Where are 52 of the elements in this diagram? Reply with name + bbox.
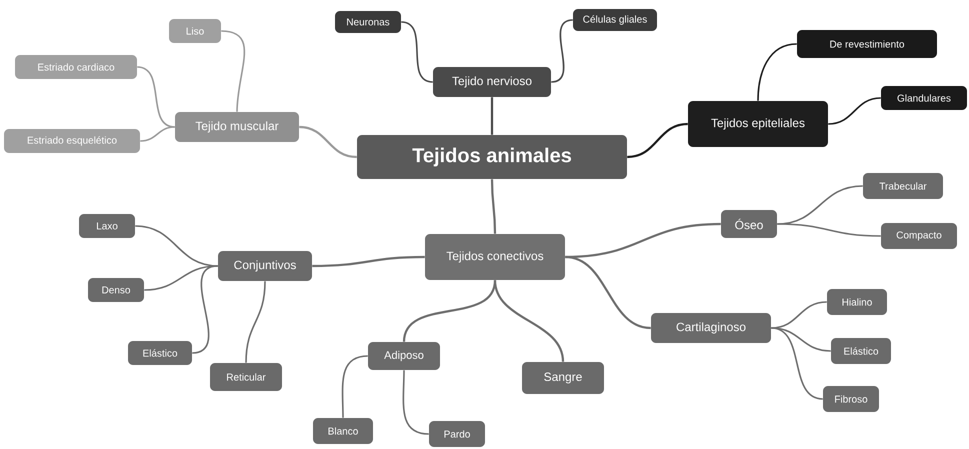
connector-line [192, 265, 218, 354]
branch-box: Pardo [429, 421, 485, 447]
connector-line [828, 97, 881, 125]
connector-line [140, 126, 175, 142]
connector-line [494, 280, 564, 362]
branch-box: Estriado esquelético [4, 129, 140, 153]
branch-box: Blanco [313, 418, 373, 444]
connector-line [402, 370, 429, 435]
connector-line [299, 126, 357, 158]
connector-line [312, 256, 425, 268]
branch-box: Tejido nervioso [433, 67, 551, 97]
branch-box: Denso [88, 278, 144, 302]
branch-box: Adiposo [368, 342, 440, 370]
branch-box: Tejidos conectivos [425, 234, 565, 280]
branch-box: Liso [169, 19, 221, 43]
branch-box: Compacto [881, 223, 957, 249]
branch-box: Sangre [522, 362, 604, 394]
branch-box: Fibroso [823, 386, 879, 412]
branch-box: Tejidos epiteliales [688, 101, 828, 147]
connector-line [245, 281, 266, 363]
branch-box: Conjuntivos [218, 251, 312, 281]
connector-line [627, 122, 688, 158]
connector-line [135, 225, 218, 267]
branch-box: Glandulares [881, 86, 967, 110]
connector-line [342, 355, 368, 418]
branch-box: Neuronas [335, 11, 401, 33]
connector-line [137, 66, 175, 128]
connector-line [771, 327, 823, 400]
connector-line [757, 43, 797, 101]
branch-box: Hialino [827, 289, 887, 315]
connector-line [490, 97, 494, 135]
connector-line [401, 21, 433, 83]
connector-line [144, 265, 218, 291]
connector-line [771, 327, 831, 352]
branch-box: De revestimiento [797, 30, 937, 58]
connector-line [771, 301, 827, 329]
branch-box: Trabecular [863, 173, 943, 199]
connector-line [490, 179, 496, 234]
connector-line [402, 280, 496, 342]
branch-box: Óseo [721, 210, 777, 238]
branch-box: Cartilaginoso [651, 313, 771, 343]
branch-box: Elástico [128, 341, 192, 365]
connector-line [565, 256, 651, 330]
branch-box: Estriado cardiaco [15, 55, 137, 79]
branch-box: Reticular [210, 363, 282, 391]
branch-box: Células gliales [573, 9, 657, 31]
branch-box: Tejido muscular [175, 112, 299, 142]
branch-box: Elástico [831, 338, 891, 364]
connector-line [777, 223, 881, 237]
connector-line [221, 30, 246, 112]
topic-box: Tejidos animales [357, 135, 627, 179]
branch-box: Laxo [79, 214, 135, 238]
